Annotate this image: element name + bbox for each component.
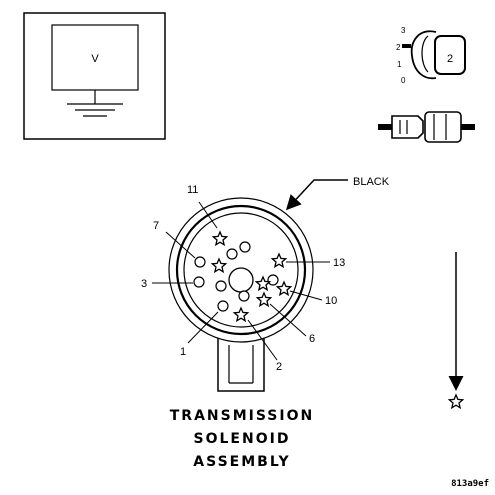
pin-label-1: 1 <box>180 346 186 358</box>
ignition-key-icon: 3 2 1 0 2 <box>396 26 466 85</box>
pin-label-3: 3 <box>141 278 147 290</box>
center-key <box>228 267 254 293</box>
ignition-position-0: 0 <box>401 76 406 85</box>
pointer-arrow <box>285 179 348 211</box>
voltmeter-display <box>51 24 139 91</box>
ignition-selected-position: 2 <box>447 53 453 65</box>
pin-label-7: 7 <box>153 220 159 232</box>
assembly-title-line3: ASSEMBLY <box>193 454 290 470</box>
solenoid-connector <box>168 197 314 392</box>
star-icon <box>448 394 464 409</box>
ignition-position-1: 1 <box>397 60 402 69</box>
pin-label-13: 13 <box>333 257 345 269</box>
pin-label-10: 10 <box>325 295 337 307</box>
pin-callouts: 11 7 3 1 2 6 10 13 <box>141 184 345 373</box>
pin-label-6: 6 <box>309 333 315 345</box>
figure-code: 813a9ef <box>451 479 489 489</box>
ignition-position-2: 2 <box>396 43 401 52</box>
connector-pigtail <box>217 334 265 392</box>
ignition-position-3: 3 <box>401 26 406 35</box>
voltmeter: V <box>23 12 166 140</box>
assembly-title-line1: TRANSMISSION <box>170 408 314 424</box>
connector-icon <box>378 111 475 143</box>
connector-color-label: BLACK <box>353 176 390 188</box>
pin-label-2: 2 <box>276 361 282 373</box>
voltmeter-symbol: V <box>91 53 99 65</box>
pin-label-11: 11 <box>187 184 198 196</box>
assembly-title-line2: SOLENOID <box>194 431 291 447</box>
